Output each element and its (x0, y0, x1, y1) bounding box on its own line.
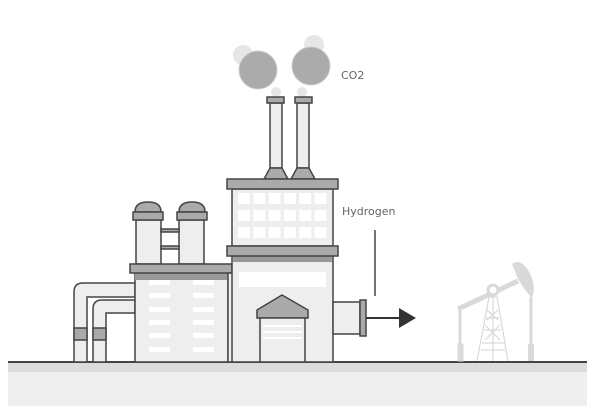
chimney-right (289, 96, 317, 180)
window (149, 320, 170, 325)
window (193, 293, 214, 298)
window (299, 193, 312, 204)
windows (149, 193, 327, 352)
window (193, 280, 214, 285)
hydrogen-arrow-icon (366, 308, 416, 328)
window (314, 227, 327, 238)
co2-smoke-icon (233, 35, 331, 97)
window (268, 210, 281, 221)
tower-ladder (160, 228, 180, 250)
window (193, 347, 214, 352)
window (149, 347, 170, 352)
window (283, 227, 296, 238)
window (253, 193, 266, 204)
ground (8, 361, 587, 406)
co2-label: CO2 (341, 69, 365, 82)
left-building (129, 263, 234, 363)
window (149, 307, 170, 312)
window (149, 280, 170, 285)
pipes (73, 282, 136, 363)
window (268, 227, 281, 238)
outlet-pipe (332, 299, 367, 337)
window (149, 333, 170, 338)
window (253, 227, 266, 238)
window (149, 293, 170, 298)
window (299, 210, 312, 221)
window (283, 210, 296, 221)
window (299, 227, 312, 238)
chimney-left (262, 96, 290, 180)
window (193, 320, 214, 325)
tower-right (176, 201, 208, 265)
oil-pump-icon (456, 262, 534, 362)
door-lines (263, 325, 302, 339)
window (238, 227, 250, 238)
window (314, 193, 327, 204)
window (253, 210, 266, 221)
garage-door[interactable] (256, 294, 309, 363)
tower-left (132, 201, 164, 265)
window (283, 193, 296, 204)
window (193, 307, 214, 312)
hydrogen-label: Hydrogen (342, 205, 396, 218)
window (314, 210, 327, 221)
window (268, 193, 281, 204)
window (238, 210, 250, 221)
window (193, 333, 214, 338)
window (238, 193, 250, 204)
